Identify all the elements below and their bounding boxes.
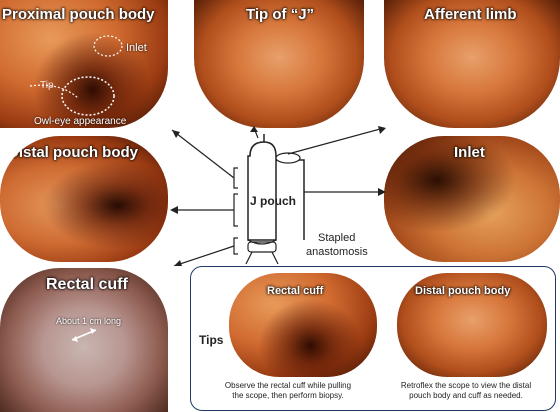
- afferent-limb-title: Afferent limb: [424, 6, 517, 23]
- rectal-cuff-title: Rectal cuff: [46, 276, 128, 293]
- tips-distal-pouch-label: Distal pouch body: [415, 285, 511, 297]
- afferent-limb-image: Afferent limb: [384, 0, 560, 128]
- tips-right-caption-line1: Retroflex the scope to view the distal: [400, 381, 532, 390]
- inlet-image: Inlet: [384, 136, 560, 262]
- tips-rectal-cuff-image: Rectal cuff: [229, 273, 377, 377]
- distal-pouch-body-image: Distal pouch body: [0, 136, 168, 262]
- tips-left-caption-line1: Observe the rectal cuff while pulling: [224, 381, 352, 390]
- tips-right-caption-line2: pouch body and cuff as needed.: [409, 391, 523, 400]
- stapled-label-line2: anastomosis: [306, 246, 368, 258]
- inlet-annotation-label: Inlet: [126, 42, 147, 54]
- stapled-label-line1: Stapled: [318, 232, 356, 244]
- inlet-title: Inlet: [454, 144, 485, 161]
- tips-heading: Tips: [199, 333, 224, 347]
- tips-rectal-cuff-label: Rectal cuff: [267, 285, 324, 297]
- rectal-cuff-image: Rectal cuff About 1 cm long: [0, 268, 168, 412]
- tips-left-caption-line2: the scope, then perform biopsy.: [232, 391, 344, 400]
- j-pouch-diagram: [170, 126, 386, 266]
- tip-of-j-image: Tip of “J”: [194, 0, 364, 128]
- proximal-pouch-annotations: [29, 35, 123, 116]
- tips-right-caption: Retroflex the scope to view the distal p…: [381, 381, 551, 401]
- distal-pouch-body-title: Distal pouch body: [8, 144, 139, 161]
- proximal-pouch-body-title: Proximal pouch body: [2, 6, 155, 23]
- tips-left-caption: Observe the rectal cuff while pulling th…: [203, 381, 373, 401]
- tips-box: Tips Rectal cuff Distal pouch body Obser…: [190, 266, 556, 411]
- rectal-cuff-length-label: About 1 cm long: [56, 316, 122, 326]
- owl-eye-annotation-label: Owl-eye appearance: [34, 116, 127, 127]
- j-pouch-label: J pouch: [250, 194, 297, 208]
- tip-annotation-label: Tip: [40, 80, 54, 91]
- proximal-pouch-body-image: Proximal pouch body Inlet Tip Owl-eye ap…: [0, 0, 168, 128]
- tip-of-j-title: Tip of “J”: [246, 6, 315, 23]
- rectal-cuff-arrow: [71, 328, 97, 342]
- tips-distal-pouch-image: Distal pouch body: [397, 273, 547, 377]
